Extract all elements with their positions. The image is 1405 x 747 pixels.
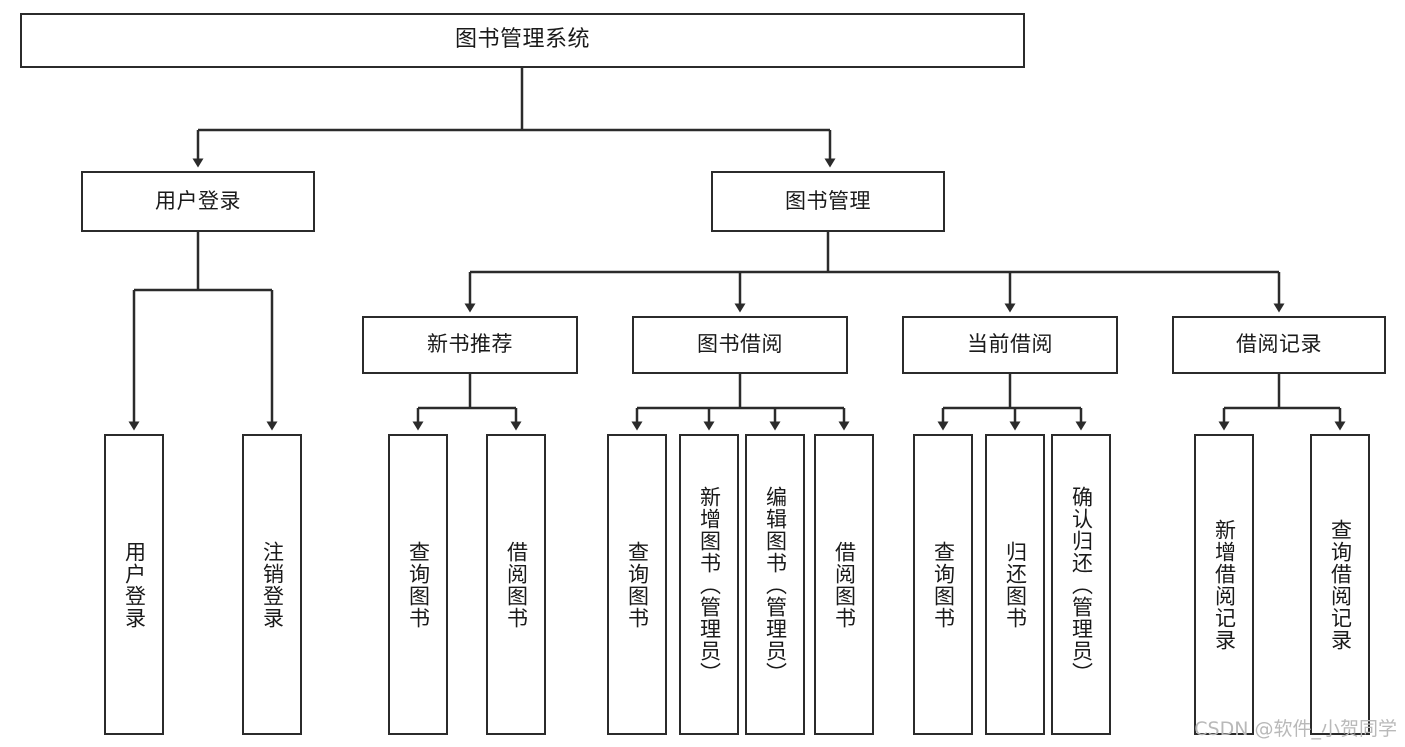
node-leaf-add-book-label: 新增图书（管理员）	[697, 485, 722, 684]
node-current-borrow-label: 当前借阅	[967, 332, 1053, 357]
node-book-manage[interactable]: 图书管理	[711, 171, 945, 232]
node-leaf-query-book-2[interactable]: 查询图书	[607, 434, 667, 735]
node-leaf-query-record[interactable]: 查询借阅记录	[1310, 434, 1370, 735]
node-current-borrow[interactable]: 当前借阅	[902, 316, 1118, 374]
node-leaf-user-logout-label: 注销登录	[260, 540, 285, 629]
node-leaf-user-login[interactable]: 用户登录	[104, 434, 164, 735]
node-leaf-confirm-return[interactable]: 确认归还（管理员）	[1051, 434, 1111, 735]
node-leaf-add-record-label: 新增借阅记录	[1212, 518, 1237, 651]
node-leaf-query-book-3[interactable]: 查询图书	[913, 434, 973, 735]
node-leaf-query-book-3-label: 查询图书	[931, 540, 956, 629]
node-book-borrow[interactable]: 图书借阅	[632, 316, 848, 374]
node-new-book-rec[interactable]: 新书推荐	[362, 316, 578, 374]
node-book-manage-label: 图书管理	[785, 188, 871, 213]
node-leaf-confirm-return-label: 确认归还（管理员）	[1069, 485, 1094, 684]
node-new-book-rec-label: 新书推荐	[427, 332, 513, 357]
node-leaf-borrow-book-1[interactable]: 借阅图书	[486, 434, 546, 735]
node-leaf-add-book[interactable]: 新增图书（管理员）	[679, 434, 739, 735]
node-root[interactable]: 图书管理系统	[20, 13, 1025, 68]
node-leaf-query-book-2-label: 查询图书	[625, 540, 650, 629]
node-leaf-edit-book[interactable]: 编辑图书（管理员）	[745, 434, 805, 735]
node-leaf-edit-book-label: 编辑图书（管理员）	[763, 485, 788, 684]
node-leaf-add-record[interactable]: 新增借阅记录	[1194, 434, 1254, 735]
node-leaf-return-book-label: 归还图书	[1003, 540, 1028, 629]
node-leaf-query-book-1-label: 查询图书	[406, 540, 431, 629]
node-leaf-borrow-book-1-label: 借阅图书	[504, 540, 529, 629]
node-borrow-record[interactable]: 借阅记录	[1172, 316, 1386, 374]
node-borrow-record-label: 借阅记录	[1236, 332, 1322, 357]
node-leaf-query-record-label: 查询借阅记录	[1328, 518, 1353, 651]
node-leaf-user-logout[interactable]: 注销登录	[242, 434, 302, 735]
node-leaf-borrow-book-2-label: 借阅图书	[832, 540, 857, 629]
node-leaf-user-login-label: 用户登录	[122, 540, 147, 629]
node-leaf-borrow-book-2[interactable]: 借阅图书	[814, 434, 874, 735]
node-user-login[interactable]: 用户登录	[81, 171, 315, 232]
node-root-label: 图书管理系统	[454, 27, 590, 53]
node-user-login-label: 用户登录	[155, 188, 241, 213]
node-leaf-query-book-1[interactable]: 查询图书	[388, 434, 448, 735]
node-book-borrow-label: 图书借阅	[697, 332, 783, 357]
node-leaf-return-book[interactable]: 归还图书	[985, 434, 1045, 735]
